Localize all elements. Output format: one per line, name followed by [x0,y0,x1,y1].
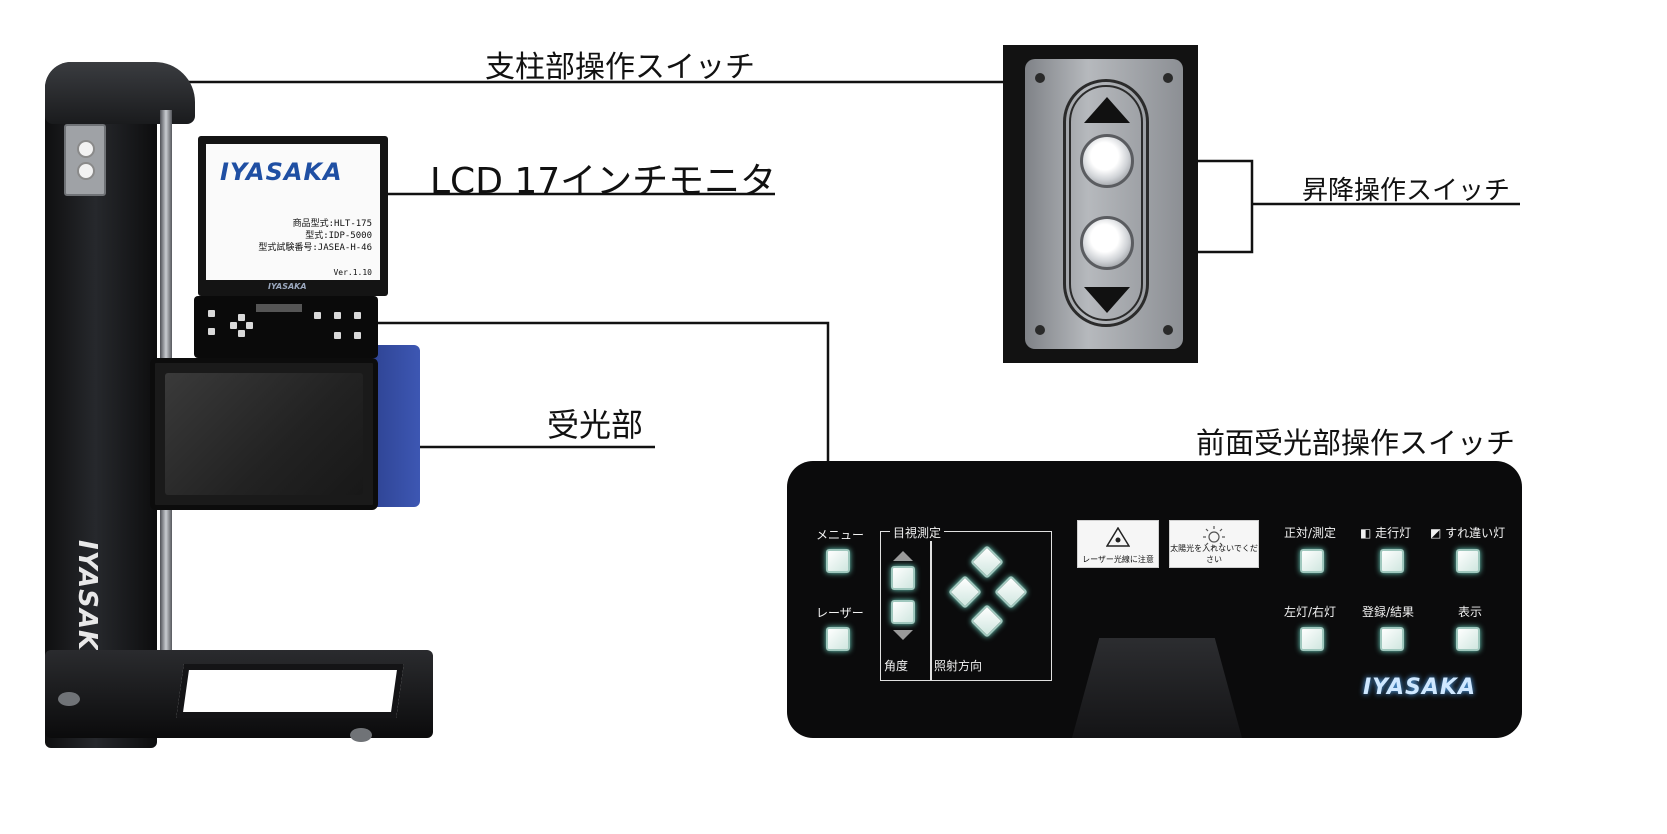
label-lcd-monitor: LCD 17インチモニタ [430,161,777,202]
face-measure-key [1300,549,1324,573]
mini-key [354,312,361,319]
line-column-switch [78,80,1004,125]
mini-key [246,322,253,329]
mini-key [334,332,341,339]
menu-key [826,549,850,573]
line-front-panel [368,321,830,462]
laser-warning-plate: レーザー光線に注意 [1077,520,1159,568]
sun-warning-plate: 太陽光を入れないでください [1169,520,1259,568]
label-visual-measure: 目視測定 [890,524,945,541]
pillar-up-button [77,140,95,158]
label-laser: レーザー [816,606,864,620]
mini-key [230,322,237,329]
passing-light-key [1456,549,1480,573]
screen-line: 型式:IDP-5000 [305,231,372,241]
down-arrow-icon [893,630,913,640]
label-receiver: 受光部 [547,406,644,444]
label-face-measure: 正対/測定 [1284,526,1337,540]
display-key [1456,627,1480,651]
lcd-monitor: IYASAKA 商品型式:HLT-175 型式:IDP-5000 型式試験番号:… [198,136,388,296]
column-switch-closeup [1003,45,1198,363]
label-driving-light-text: 走行灯 [1375,526,1412,540]
pillar-down-button [77,162,95,180]
lift-up-button [1080,134,1134,188]
pillar-top [45,62,195,124]
label-direction: 照射方向 [934,659,983,673]
sun-warning-text: 太陽光を入れないでください [1170,544,1258,564]
receiver-unit [150,358,378,510]
laser-warning-icon [1106,527,1130,547]
mini-key [208,310,215,317]
up-arrow-icon [1084,97,1130,123]
label-angle: 角度 [884,659,909,673]
base-opening [176,664,404,718]
up-arrow-icon [893,551,913,561]
screw-icon [1035,325,1045,335]
switch-track [1063,79,1149,327]
label-left-right: 左灯/右灯 [1284,605,1337,619]
mini-key [208,328,215,335]
angle-up-key [891,566,915,590]
lift-down-button [1080,216,1134,270]
mini-key [334,312,341,319]
screen-line: 商品型式:HLT-175 [292,219,372,229]
register-result-key [1380,627,1404,651]
label-display: 表示 [1458,605,1483,619]
sun-icon [1203,526,1225,548]
panel-logo: IYASAKA [1363,675,1476,700]
mini-control-panel [194,296,378,358]
low-beam-icon: ◩ [1430,526,1446,540]
screw-icon [1035,73,1045,83]
screw-icon [1163,73,1173,83]
label-passing-light: ◩ すれ違い灯 [1430,524,1505,541]
laser-warning-text: レーザー光線に注意 [1082,555,1154,564]
receiver-lens [165,373,363,495]
wheel [58,692,80,706]
screw-icon [1163,325,1173,335]
screen-version: Ver.1.10 [333,268,372,277]
bezel-logo: IYASAKA [268,282,307,291]
label-lift-switch: 昇降操作スイッチ [1302,176,1511,206]
headlight-icon: ◧ [1360,526,1376,540]
down-arrow-icon [1084,287,1130,313]
label-passing-light-text: すれ違い灯 [1445,526,1506,540]
mini-display [256,304,302,312]
label-column-switch: 支柱部操作スイッチ [485,50,755,85]
label-menu: メニュー [816,528,865,542]
mini-key [238,330,245,337]
screen-logo: IYASAKA [220,158,343,186]
left-right-key [1300,627,1324,651]
label-front-switch: 前面受光部操作スイッチ [1196,426,1516,460]
pillar-switch [64,124,106,196]
label-register-result: 登録/結果 [1362,605,1415,619]
receiver-bump [1072,638,1242,738]
switch-track-inner [1069,85,1143,321]
screen-line: 型式試験番号:JASEA-H-46 [258,243,372,253]
mini-key [238,314,245,321]
angle-down-key [891,600,915,624]
switch-plate [1025,59,1183,349]
monitor-screen: IYASAKA 商品型式:HLT-175 型式:IDP-5000 型式試験番号:… [206,144,380,280]
driving-light-key [1380,549,1404,573]
wheel [350,728,372,742]
direction-group [930,531,1052,681]
laser-key [826,627,850,651]
mini-key [314,312,321,319]
mini-key [354,332,361,339]
label-driving-light: ◧ 走行灯 [1360,524,1411,541]
